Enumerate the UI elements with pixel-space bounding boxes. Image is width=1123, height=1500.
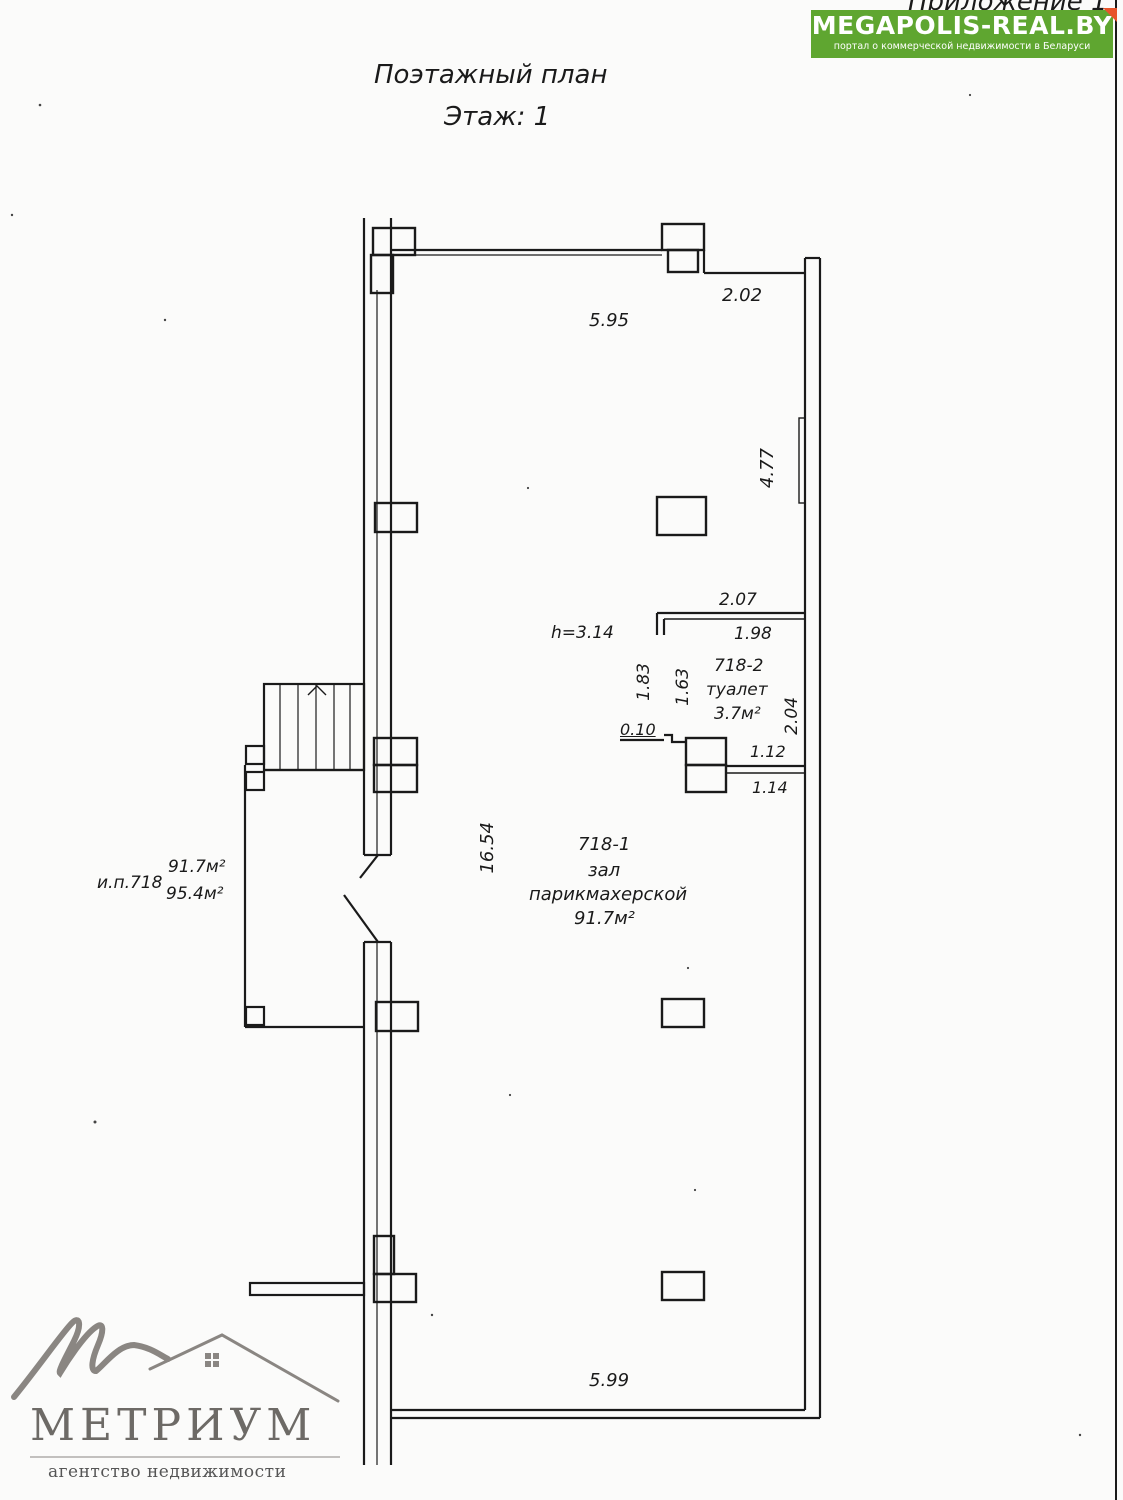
dimension-toilet-left-inner: 1.63 [673, 668, 693, 706]
hall-name-line2: парикмахерской [529, 884, 688, 905]
floor-label: Этаж: 1 [444, 102, 551, 132]
column [372, 763, 419, 794]
dimension-top-notch: 2.02 [722, 285, 763, 306]
hall-area: 91.7м² [574, 908, 635, 929]
watermark-tagline: портал о коммерческой недвижимости в Бел… [833, 41, 1091, 52]
watermark-brand: MEGAPOLIS-REAL.BY [811, 11, 1113, 40]
entrance-vestibule [243, 682, 391, 1297]
dimension-toilet-bottom-inner: 1.12 [750, 742, 786, 761]
column [372, 736, 419, 767]
hall-id: 718-1 [578, 834, 631, 855]
summary-area-total: 95.4м² [166, 884, 224, 904]
dimension-toilet-left-outer: 1.83 [634, 663, 654, 701]
column [684, 736, 728, 767]
column [660, 222, 706, 252]
right-wall [798, 258, 822, 1418]
columns [369, 222, 728, 1304]
summary-area-main: 91.7м² [168, 857, 226, 877]
plan-title: Поэтажный план [374, 60, 608, 90]
dimension-toilet-top-outer: 2.07 [719, 590, 757, 610]
toilet-area: 3.7м² [714, 704, 761, 724]
toilet-walls [620, 611, 805, 774]
column [660, 997, 706, 1029]
column [372, 1272, 418, 1304]
dimension-bottom-width: 5.99 [589, 1370, 630, 1391]
dimension-toilet-stub: 0.10 [620, 720, 656, 739]
top-wall [391, 248, 820, 275]
toilet-name: туалет [706, 680, 768, 700]
dimension-height: h=3.14 [551, 623, 614, 643]
column [374, 1000, 420, 1033]
metrium-logo-icon [11, 1317, 340, 1403]
bottom-wall [391, 1408, 820, 1420]
dimension-toilet-right: 2.04 [782, 697, 802, 735]
dimension-right-upper: 4.77 [757, 448, 778, 489]
megapolis-watermark: MEGAPOLIS-REAL.BY портал о коммерческой … [811, 8, 1117, 58]
hall-name-line1: зал [588, 860, 621, 881]
dimension-toilet-bottom-outer: 1.14 [752, 778, 788, 797]
column [684, 763, 728, 794]
column [373, 501, 419, 534]
column [660, 1270, 706, 1302]
metrium-logo-name: МЕТРИУМ [30, 1400, 317, 1451]
column [655, 495, 708, 537]
summary-label: и.п.718 [97, 873, 163, 893]
column [369, 253, 395, 295]
left-exterior-wall [362, 218, 393, 1465]
toilet-id: 718-2 [714, 656, 764, 676]
dimension-total-length: 16.54 [477, 822, 498, 874]
metrium-logo-subtitle: агентство недвижимости [48, 1462, 287, 1482]
dimension-top-width: 5.95 [589, 310, 630, 331]
dimension-toilet-top-inner: 1.98 [734, 624, 772, 644]
logo-divider [30, 1456, 340, 1458]
corner-flag-icon [1103, 8, 1117, 22]
column [666, 248, 700, 274]
